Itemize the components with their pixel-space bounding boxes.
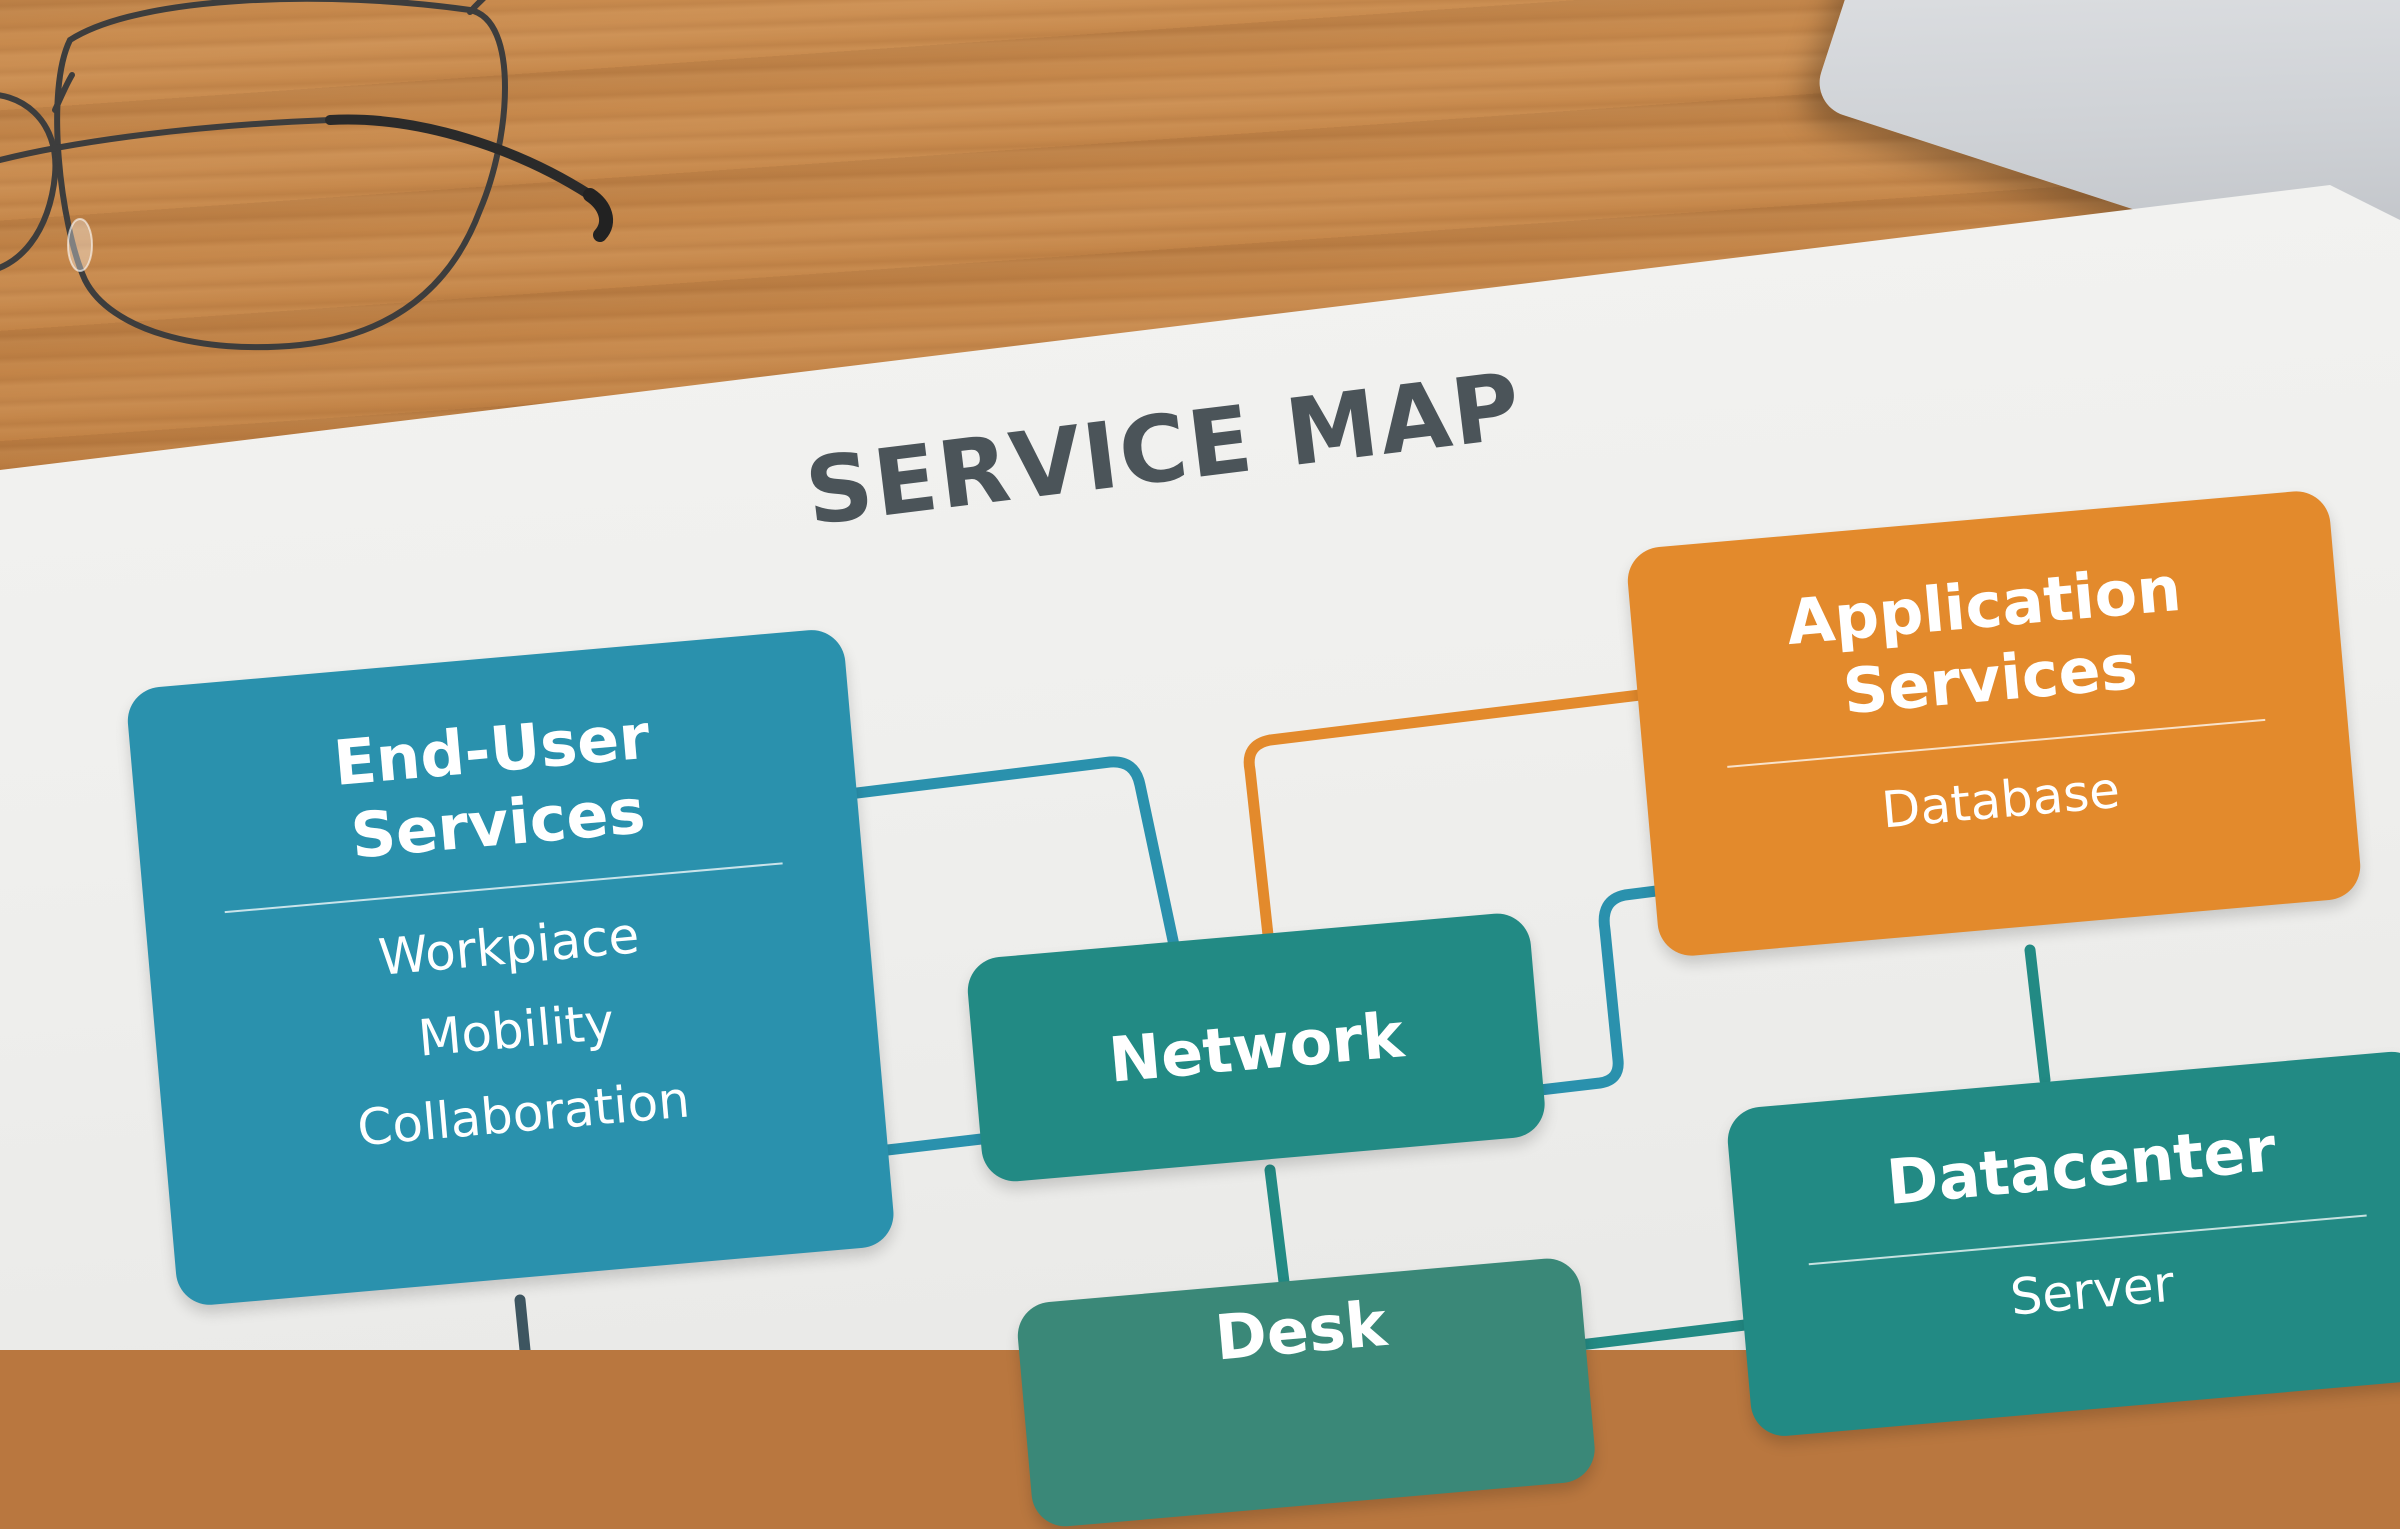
datacenter-box: Datacenter Server bbox=[1725, 1048, 2400, 1439]
connector-application-network bbox=[1243, 689, 1646, 941]
application-services-box: Application Services Database bbox=[1625, 488, 2364, 959]
application-item: Database bbox=[1879, 760, 2123, 840]
connector-enduser-down bbox=[514, 1294, 531, 1350]
connector-desk-datacenter bbox=[1574, 1319, 1751, 1350]
end-user-services-box: End-User Services Workpiace Mobility Col… bbox=[125, 627, 897, 1308]
connector-enduser-network-top bbox=[794, 756, 1181, 956]
connector-network-application bbox=[1534, 882, 1686, 1096]
desk-box: Desk bbox=[1015, 1255, 1598, 1529]
connector-lines bbox=[514, 689, 2051, 1350]
connector-network-desk bbox=[1264, 1164, 1291, 1296]
connector-application-datacenter bbox=[2024, 944, 2051, 1086]
eyeglasses-icon bbox=[0, 0, 614, 351]
